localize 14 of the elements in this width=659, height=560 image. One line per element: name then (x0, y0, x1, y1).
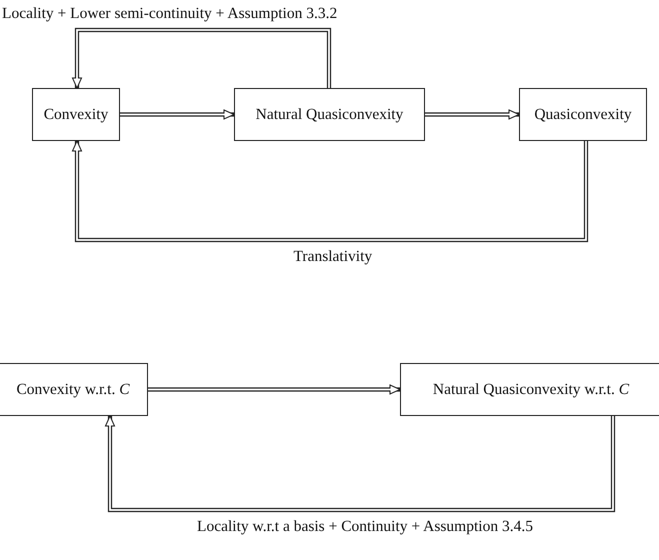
edge-label: Locality + Lower semi-continuity + Assumption 3.3.2 (0, 5, 340, 23)
edge-label: Translativity (292, 248, 374, 266)
implication-arrow (72, 140, 588, 242)
concept-box: Natural Quasiconvexity w.r.t. C (400, 363, 659, 416)
implication-arrow (425, 110, 520, 120)
implication-arrow (120, 110, 234, 120)
implication-arrow (105, 416, 616, 512)
implication-arrow (148, 384, 400, 394)
concept-box: Convexity w.r.t. C (0, 363, 148, 416)
edge-label: Locality w.r.t a basis + Continuity + Assumption 3.4.5 (195, 518, 535, 536)
concept-box: Natural Quasiconvexity (234, 88, 425, 141)
concept-box: Quasiconvexity (519, 88, 647, 141)
implication-arrow (72, 28, 332, 88)
concept-box: Convexity (32, 88, 120, 141)
